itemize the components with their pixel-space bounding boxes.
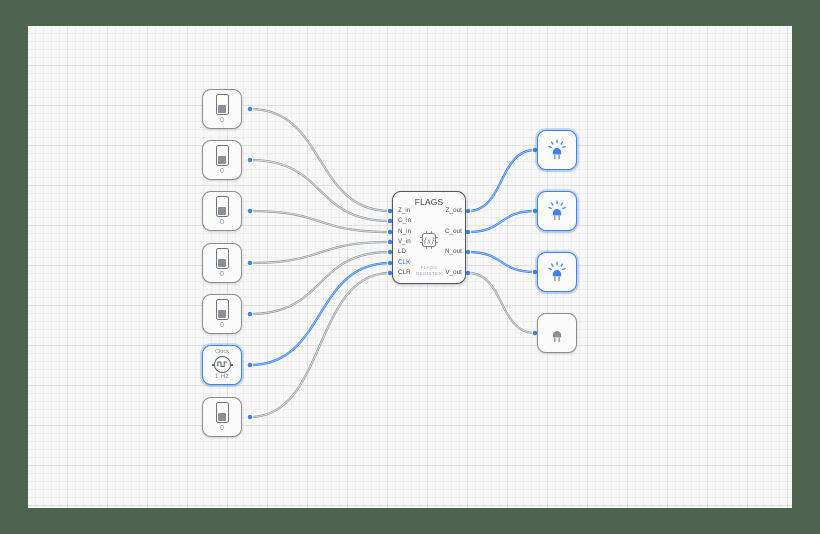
chip-input-label-n_in: N_in [398, 228, 412, 235]
led-icon [548, 261, 566, 282]
toggle-switch-icon[interactable] [215, 196, 229, 217]
chip-title: FLAGS [414, 197, 444, 207]
led-icon [548, 139, 566, 160]
node-switch-5[interactable]: 0 [202, 294, 242, 334]
toggle-switch-icon[interactable] [215, 402, 229, 423]
toggle-switch-icon[interactable] [215, 248, 229, 269]
chip-input-label-z_in: Z_in [398, 207, 411, 214]
clock-caption: Clock [215, 348, 229, 355]
toggle-switch-icon[interactable] [215, 145, 229, 166]
switch-value: 0 [220, 271, 224, 278]
switch-value: 0 [220, 117, 224, 124]
chip-icon-glyph: {x} [424, 236, 435, 245]
switch-value: 0 [220, 322, 224, 329]
node-switch-3[interactable]: 0 [202, 191, 242, 231]
chip-input-label-v_in: V_in [398, 238, 411, 245]
clock-waveform-icon [211, 355, 233, 373]
node-switch-4[interactable]: 0 [202, 243, 242, 283]
toggle-switch-icon[interactable] [215, 299, 229, 320]
switch-value: 0 [220, 168, 224, 175]
led-icon [548, 200, 566, 221]
node-led-3[interactable] [537, 252, 577, 292]
chip-output-label-z_out: Z_out [445, 207, 462, 214]
node-led-1[interactable] [537, 130, 577, 170]
node-switch-6[interactable]: 0 [202, 397, 242, 437]
chip-output-label-c_out: C_out [444, 228, 462, 235]
node-switch-2[interactable]: 0 [202, 140, 242, 180]
chip-input-label-c_in: C_in [398, 217, 412, 224]
chip-output-label-v_out: V_out [445, 269, 462, 276]
chip-input-label-clk: CLK [398, 259, 411, 266]
ic-chip-icon: {x} [418, 229, 440, 256]
node-led-2[interactable] [537, 191, 577, 231]
toggle-switch-icon[interactable] [215, 94, 229, 115]
node-led-4[interactable] [537, 313, 577, 353]
chip-subtitle: FLAGS REGISTER [415, 265, 443, 276]
led-icon [552, 331, 562, 343]
chip-input-label-ld: LD [398, 248, 407, 255]
chip-input-label-clr: CLR [398, 269, 411, 276]
node-switch-1[interactable]: 0 [202, 89, 242, 129]
node-clock-1[interactable]: Clock 1 Hz [202, 345, 242, 385]
chip-output-label-n_out: N_out [444, 248, 462, 255]
switch-value: 0 [220, 219, 224, 226]
node-flags-register[interactable]: FLAGS {x} FLAGS REGISTER [392, 191, 466, 284]
clock-frequency: 1 Hz [214, 374, 230, 381]
switch-value: 0 [220, 425, 224, 432]
